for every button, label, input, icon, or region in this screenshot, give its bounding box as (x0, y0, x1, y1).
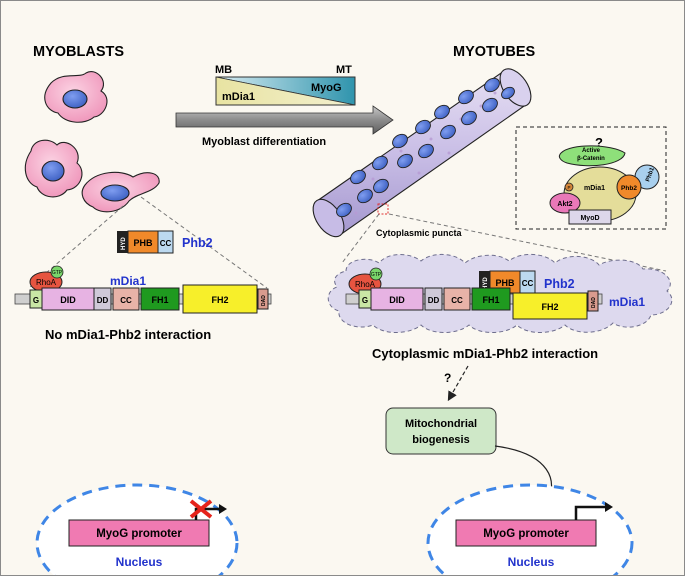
mdia1-right-g: G (362, 296, 368, 305)
phb2-left-name: Phb2 (182, 236, 213, 250)
phb2-right-cc: CC (522, 279, 534, 288)
myotube (312, 68, 532, 238)
mdia1-right-dd: DD (428, 296, 440, 305)
mito-line-2: biogenesis (412, 434, 469, 446)
complex-p: P (567, 185, 570, 190)
rhoa-left-label: RhoA (36, 278, 57, 287)
left-caption: No mDia1-Phb2 interaction (45, 327, 211, 342)
complex-phb1: Phb1 (645, 166, 656, 182)
differentiation-arrow: Myoblast differentiation (175, 105, 394, 148)
mito-line-1: Mitochondrial (405, 418, 477, 430)
phb2-right-hyd: HYD (483, 277, 489, 290)
mdia1-left-dd: DD (97, 296, 109, 305)
mdia1-gradient-label: mDia1 (222, 91, 255, 103)
myod-icon (568, 209, 612, 225)
phb2-left-hyd: HYD (121, 237, 127, 250)
puncta-highlight (377, 203, 389, 215)
gtp-left-icon (50, 265, 64, 279)
nucleus-right: MyoG promoter Nucleus (426, 483, 634, 575)
zoom-line-right-1 (341, 213, 380, 264)
mdia1-left: mDia1 RhoA GTP G DID DD CC FH1 FH2 DAD (14, 265, 272, 314)
complex-question: ? (595, 135, 603, 150)
tss-right-arrow (574, 505, 607, 520)
mdia1-left-cc: CC (120, 296, 132, 305)
gtp-right-icon (369, 267, 383, 281)
nucleus-left-label: Nucleus (116, 555, 163, 569)
zoom-line-left-2 (140, 196, 268, 289)
mdia1-left-name: mDia1 (110, 274, 146, 288)
gtp-left-label: GTP (52, 270, 63, 276)
complex-mdia1: mDia1 (584, 185, 605, 192)
promoter-right-label: MyoG promoter (483, 528, 569, 540)
phb2-right-name: Phb2 (544, 277, 575, 291)
complex-beta-catenin-1: Active (582, 148, 601, 154)
nucleus-right-label: Nucleus (508, 555, 555, 569)
mdia1-left-g: G (33, 296, 39, 305)
link-question: ? (444, 371, 451, 385)
phospho-icon (564, 182, 574, 192)
myog-gradient-label: MyoG (311, 82, 342, 94)
right-caption: Cytoplasmic mDia1-Phb2 interaction (372, 346, 598, 361)
mdia1-left-did: DID (60, 295, 76, 305)
mitochondrial-biogenesis-box: Mitochondrial biogenesis (385, 407, 497, 455)
complex-akt2: Akt2 (557, 201, 572, 208)
mdia1-right-dad: DAD (591, 297, 597, 308)
mdia1-left-fh1: FH1 (151, 295, 168, 305)
mdia1-right-cc: CC (451, 296, 463, 305)
mdia1-left-dad: DAD (261, 295, 267, 306)
puncta-label: Cytoplasmic puncta (376, 228, 463, 238)
phb2-left-cc: CC (160, 239, 172, 248)
nucleus-left: MyoG promoter Nucleus (35, 483, 239, 575)
blocked-x-icon (189, 499, 213, 519)
mdia1-right-did: DID (389, 295, 405, 305)
akt2-icon (549, 192, 581, 214)
complex-phb2: Phb2 (621, 185, 637, 192)
myoblast-cells (24, 71, 160, 213)
beta-catenin-icon (558, 145, 626, 167)
mdia1-right-fh1: FH1 (482, 295, 499, 305)
complex-box: ? mDia1 Active β-Catenin Phb1 Phb2 Akt2 … (515, 126, 667, 230)
mdia1-right: RhoA GTP G DID DD CC FH1 FH2 DAD mDia1 (345, 267, 645, 320)
phb2-right-phb: PHB (495, 278, 515, 288)
zoom-line-right-2 (388, 213, 667, 272)
mdia1-left-fh2: FH2 (211, 295, 228, 305)
promoter-left-label: MyoG promoter (96, 528, 182, 540)
differentiation-label: Myoblast differentiation (202, 136, 326, 148)
phb2-complex-icon (616, 174, 642, 200)
gtp-right-label: GTP (371, 272, 382, 278)
mt-label: MT (336, 64, 352, 76)
tss-left-arrow (194, 507, 221, 520)
phb2-left: HYD PHB CC Phb2 (117, 230, 213, 254)
phb2-left-phb: PHB (133, 238, 153, 248)
expression-gradient: MB MT mDia1 MyoG (215, 64, 356, 106)
mdia1-right-name: mDia1 (609, 295, 645, 309)
mb-label: MB (215, 64, 232, 76)
rhoa-right-label: RhoA (355, 280, 376, 289)
myotubes-header: MYOTUBES (453, 44, 536, 60)
myog-promoter-left (68, 519, 210, 547)
uncertain-link-arrow (447, 365, 469, 402)
complex-myod: MyoD (580, 215, 599, 222)
mdia1-right-fh2: FH2 (541, 302, 558, 312)
myoblasts-header: MYOBLASTS (33, 44, 124, 60)
myog-promoter-right (455, 519, 597, 547)
complex-beta-catenin-2: β-Catenin (577, 156, 605, 162)
